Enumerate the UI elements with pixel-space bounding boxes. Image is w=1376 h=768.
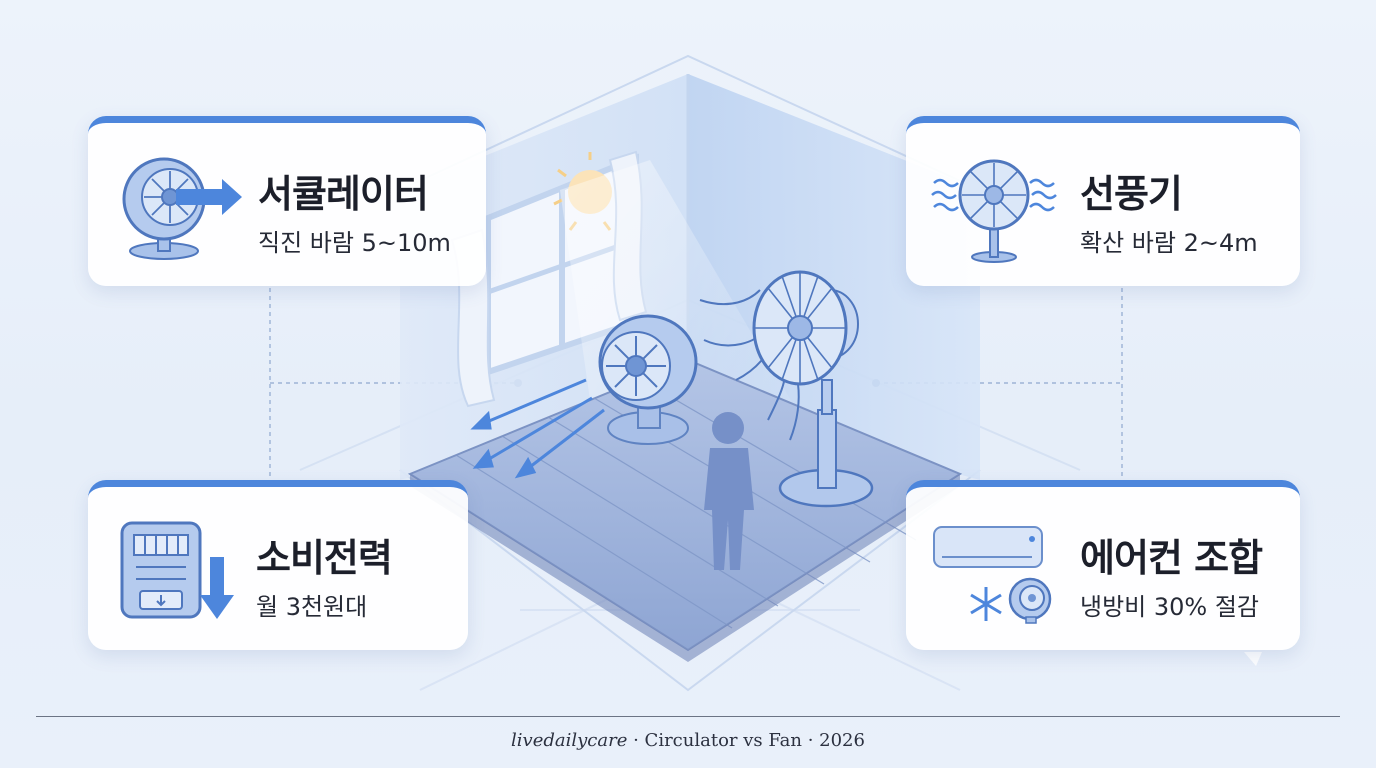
aircon-card: 에어컨 조합 냉방비 30% 절감: [906, 480, 1300, 650]
footer-brand: livedailycare: [511, 730, 628, 751]
footer-text: Circulator vs Fan: [644, 730, 802, 751]
footer: livedailycare · Circulator vs Fan · 2026: [0, 730, 1376, 751]
corner-marker: [1244, 652, 1262, 666]
aircon-subtitle: 냉방비 30% 절감: [1080, 593, 1260, 621]
wind-waves-icon: [931, 178, 1057, 212]
circulator-card: 서큘레이터 직진 바람 5~10m: [88, 116, 486, 286]
circulator-airflow: [470, 378, 605, 479]
fan-title: 선풍기: [1080, 172, 1183, 216]
standing-fan-icon: [931, 159, 1057, 263]
footer-separator-1: ·: [627, 730, 645, 751]
footer-year: 2026: [819, 730, 865, 751]
electric-meter-icon: [120, 521, 234, 619]
circulator-illustration: [598, 314, 698, 445]
standing-fan-illustration: [699, 270, 874, 508]
footer-divider: [36, 716, 1340, 717]
power-subtitle: 월 3천원대: [256, 593, 368, 621]
fan-subtitle: 확산 바람 2~4m: [1080, 229, 1258, 257]
circulator-fan-icon: [122, 157, 242, 260]
fan-card: 선풍기 확산 바람 2~4m: [906, 116, 1300, 286]
person-silhouette: [704, 412, 754, 570]
power-title: 소비전력: [256, 536, 393, 580]
aircon-title: 에어컨 조합: [1080, 536, 1263, 580]
air-conditioner-icon: [933, 526, 1052, 624]
footer-separator-2: ·: [801, 730, 820, 751]
power-card: 소비전력 월 3천원대: [88, 480, 468, 650]
circulator-title: 서큘레이터: [258, 172, 429, 216]
snowflake-icon: [970, 587, 1002, 621]
circulator-subtitle: 직진 바람 5~10m: [258, 229, 451, 257]
